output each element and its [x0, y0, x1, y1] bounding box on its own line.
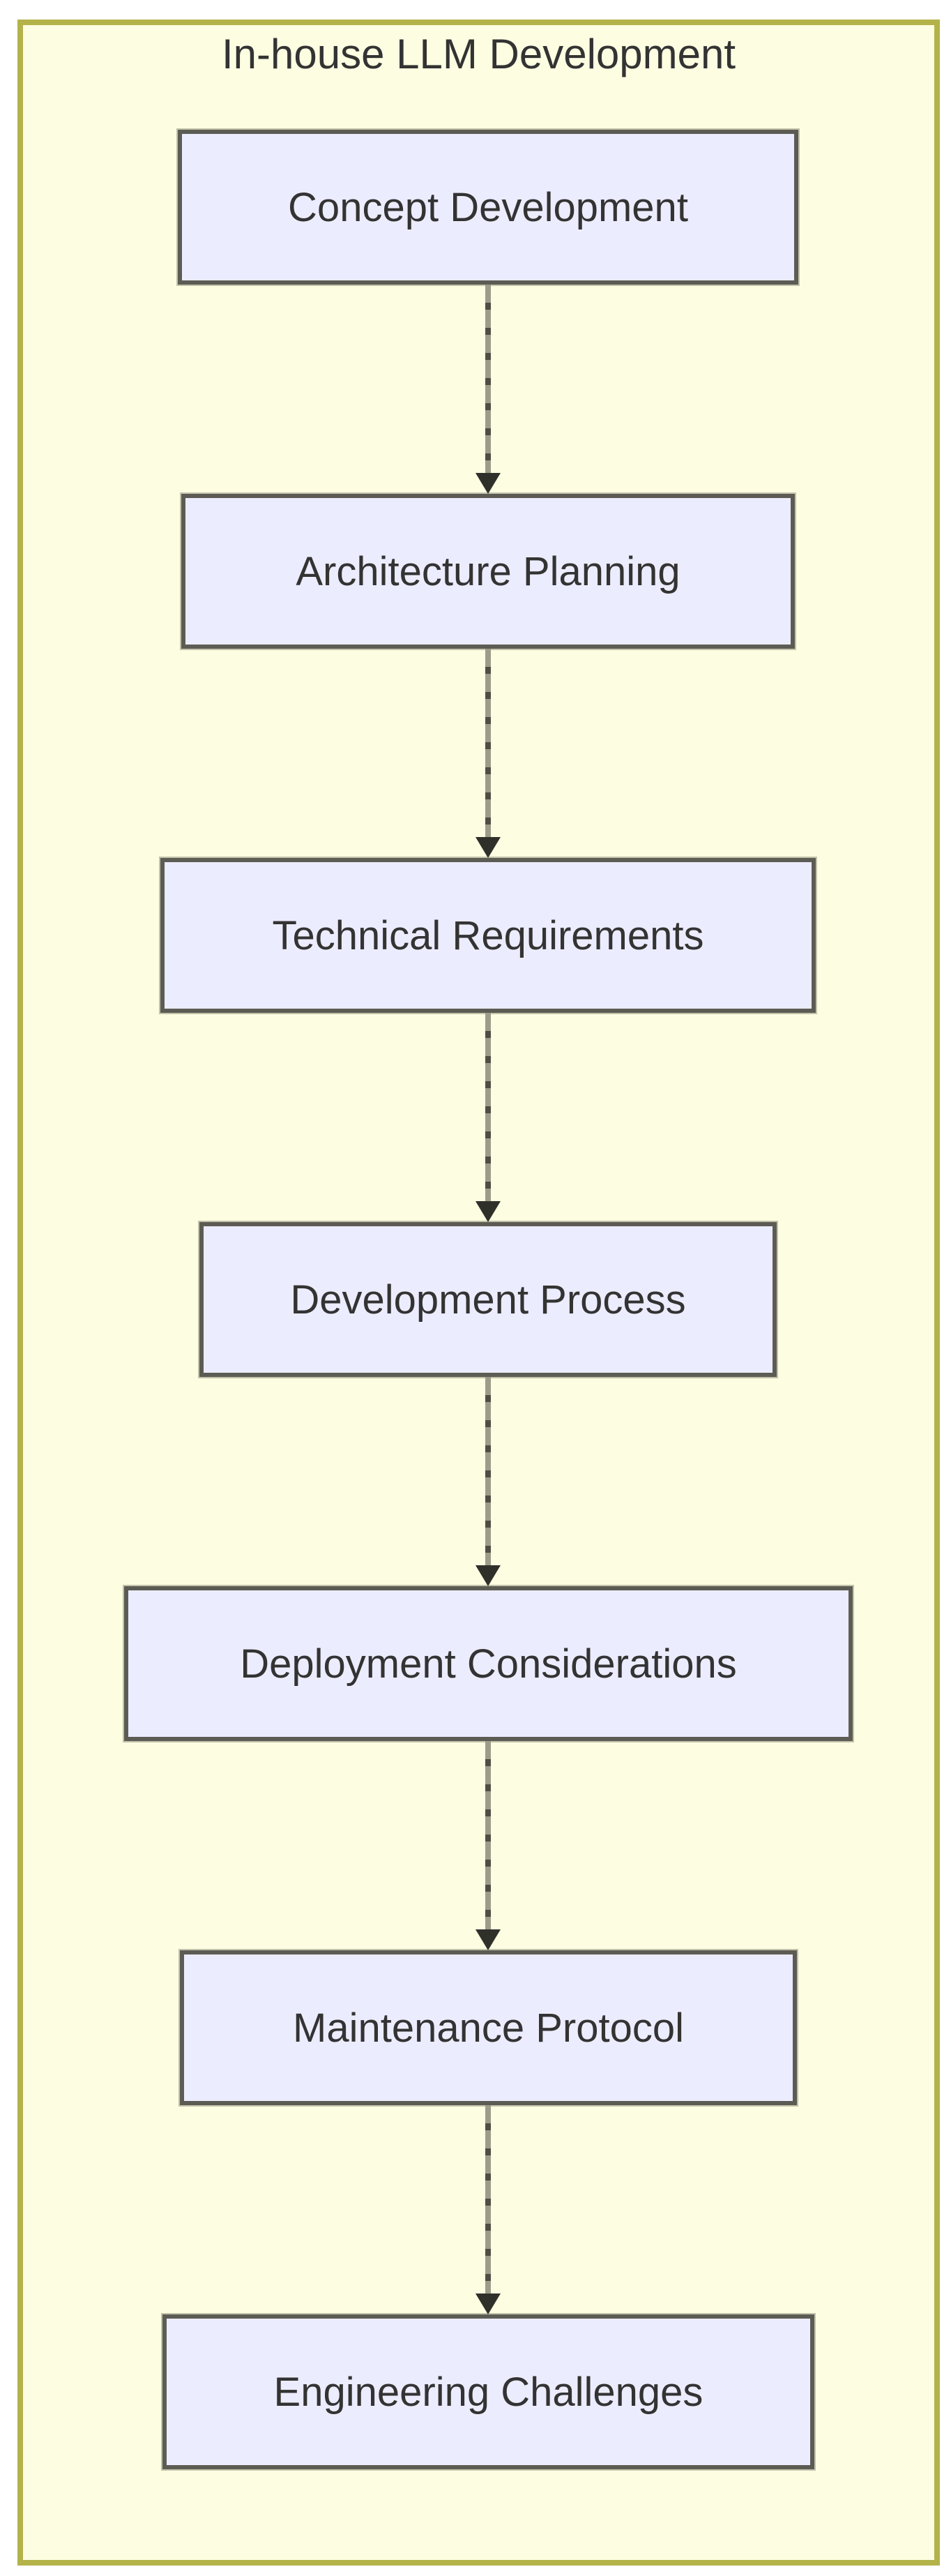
- arrowhead-icon: [476, 837, 501, 858]
- flow-arrow-1-2: [476, 285, 501, 494]
- node-deployment-considerations: Deployment Considerations: [124, 1586, 853, 1741]
- arrow-shaft: [485, 2105, 491, 2293]
- node-development-process: Development Process: [199, 1222, 777, 1377]
- arrowhead-icon: [476, 1929, 501, 1950]
- cluster-title: In-house LLM Development: [221, 31, 736, 77]
- arrow-shaft: [485, 649, 491, 837]
- arrow-shaft: [485, 1741, 491, 1929]
- flow-arrow-5-6: [476, 1741, 501, 1950]
- arrow-shaft: [485, 285, 491, 473]
- cluster-container: In-house LLM Development Concept Develop…: [17, 20, 940, 2566]
- node-label: Deployment Considerations: [240, 1641, 737, 1687]
- node-label: Engineering Challenges: [273, 2369, 703, 2415]
- node-concept-development: Concept Development: [178, 130, 798, 285]
- node-label: Technical Requirements: [272, 912, 704, 958]
- flow-arrow-4-5: [476, 1377, 501, 1586]
- arrowhead-icon: [476, 2293, 501, 2314]
- node-maintenance-protocol: Maintenance Protocol: [180, 1950, 797, 2105]
- node-label: Concept Development: [288, 184, 688, 230]
- node-architecture-planning: Architecture Planning: [181, 494, 795, 649]
- flow-arrow-3-4: [476, 1013, 501, 1222]
- arrowhead-icon: [476, 473, 501, 494]
- arrowhead-icon: [476, 1565, 501, 1586]
- node-label: Maintenance Protocol: [293, 2005, 684, 2051]
- node-label: Development Process: [290, 1276, 686, 1323]
- node-label: Architecture Planning: [296, 548, 680, 594]
- node-technical-requirements: Technical Requirements: [160, 858, 816, 1013]
- node-engineering-challenges: Engineering Challenges: [162, 2314, 814, 2469]
- arrow-shaft: [485, 1013, 491, 1201]
- arrow-shaft: [485, 1377, 491, 1565]
- arrowhead-icon: [476, 1201, 501, 1222]
- flow-arrow-2-3: [476, 649, 501, 858]
- flow-arrow-6-7: [476, 2105, 501, 2314]
